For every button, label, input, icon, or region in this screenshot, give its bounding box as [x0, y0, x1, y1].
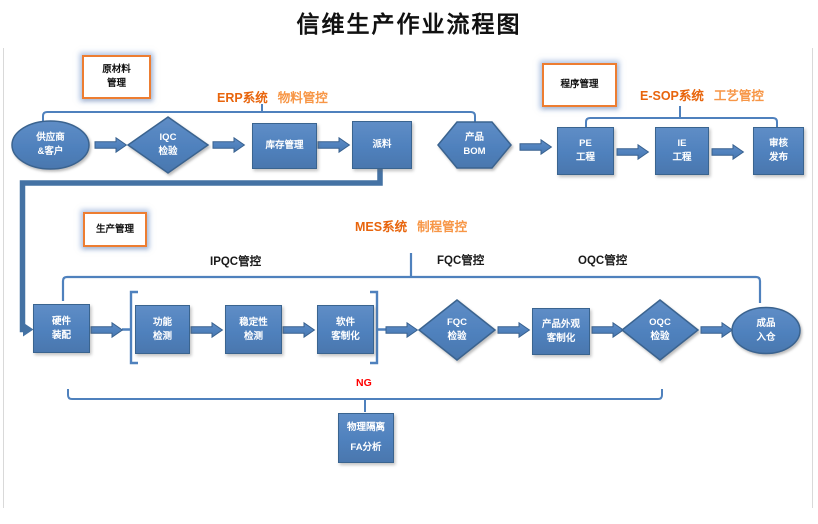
node-appearance-customization: 产品外观 客制化: [532, 308, 590, 355]
arrow-inventory-dispatch: [317, 137, 350, 153]
esop-bracket-line: [585, 106, 778, 128]
ng-bracket-line: [67, 389, 663, 412]
tag-program-management: 程序管理: [542, 63, 617, 107]
erp-system-label: ERP系统物料管控: [217, 87, 328, 106]
group-bracket-right: [370, 290, 386, 365]
fqc-diamond-shape: [417, 299, 497, 361]
warehouse-ellipse-shape: [731, 306, 801, 355]
esop-system-label: E-SOP系统工艺管控: [640, 85, 764, 104]
ng-label: NG: [356, 377, 372, 389]
arrow-iqc-inventory: [212, 137, 245, 153]
node-physical-isolation-fa: 物理隔离 FA分析: [338, 413, 394, 463]
node-dispatch: 派料: [352, 121, 412, 169]
ipqc-control-label: IPQC管控: [210, 256, 262, 268]
arrow-appearance-oqc: [591, 322, 624, 338]
arrow-stability-software: [282, 322, 315, 338]
bom-hexagon-shape: [437, 121, 512, 169]
arrow-bom-pe: [519, 139, 552, 155]
diagram-title: 信维生产作业流程图: [296, 12, 522, 37]
arrow-pe-ie: [616, 144, 649, 160]
node-ie-engineering: IE 工程: [655, 127, 709, 175]
erp-system-name: ERP系统: [217, 91, 268, 105]
oqc-control-label: OQC管控: [578, 255, 628, 267]
oqc-diamond-shape: [620, 299, 700, 361]
node-review-release: 审核 发布: [753, 127, 804, 175]
arrow-hardware-group: [90, 322, 123, 338]
right-edge-line: [812, 48, 813, 508]
esop-system-name: E-SOP系统: [640, 89, 704, 103]
mes-system-name: MES系统: [355, 220, 408, 234]
fqc-control-label: FQC管控: [437, 255, 485, 267]
dispatch-to-assembly-arrowhead: [23, 322, 34, 337]
erp-system-scope: 物料管控: [277, 91, 328, 105]
node-inventory: 库存管理: [252, 123, 317, 169]
arrow-fqc-appearance: [497, 322, 530, 338]
supplier-ellipse-shape: [11, 120, 90, 170]
tag-production-management: 生产管理: [83, 212, 147, 247]
esop-system-scope: 工艺管控: [713, 89, 764, 103]
node-software-customization: 软件 客制化: [317, 305, 374, 354]
mes-system-scope: 制程管控: [417, 220, 468, 234]
arrow-ie-release: [711, 144, 744, 160]
node-stability-test: 稳定性 检测: [225, 305, 282, 354]
left-edge-line: [3, 48, 4, 508]
arrow-oqc-warehouse: [700, 322, 733, 338]
node-function-test: 功能 检测: [135, 305, 190, 354]
iqc-diamond-shape: [126, 116, 210, 174]
arrow-group-fqc: [385, 322, 418, 338]
node-pe-engineering: PE 工程: [557, 127, 614, 175]
arrow-supplier-iqc: [94, 137, 127, 153]
tag-raw-material-management: 原材料 管理: [82, 55, 151, 99]
erp-bracket-line: [42, 104, 476, 123]
node-hardware-assembly: 硬件 装配: [33, 304, 90, 353]
mes-bracket-line: [61, 253, 762, 303]
arrow-function-stability: [190, 322, 223, 338]
group-bracket-left: [122, 290, 138, 365]
mes-system-label: MES系统制程管控: [355, 216, 467, 235]
